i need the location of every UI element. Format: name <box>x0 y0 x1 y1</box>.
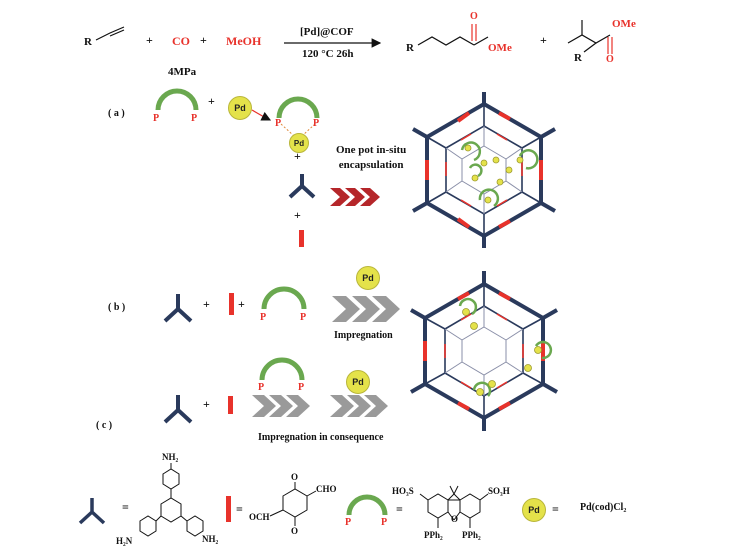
legend-so3h: SO₃H <box>488 486 510 496</box>
legend-nh2-top: NH₂ <box>162 452 179 462</box>
legend-pd-precursor: Pd(cod)Cl₂ <box>580 502 627 513</box>
legend-xanthene-o: O <box>451 514 459 524</box>
route-a-plus-ligand: + <box>208 94 215 108</box>
reaction-product-linear <box>417 24 489 46</box>
legend-triamine-structure <box>139 463 204 537</box>
route-a-tripod <box>288 174 316 199</box>
route-b-plus-1: + <box>203 297 210 311</box>
legend-pph2-left: PPh₂ <box>424 530 443 540</box>
route-a-complex-p1: P <box>275 118 282 129</box>
legend-equals-1: = <box>122 500 129 514</box>
reaction-pressure: 4MPa <box>168 66 197 78</box>
product-1-r: R <box>406 42 414 54</box>
legend-pph2-right: PPh₂ <box>462 530 481 540</box>
route-b-ligand-p1: P <box>260 312 267 323</box>
route-a-ligand-p1: P <box>153 113 160 124</box>
route-b-ligand-p2: P <box>300 312 307 323</box>
route-c-tripod <box>163 395 193 424</box>
route-b-linker <box>229 293 234 315</box>
route-b-pd-sphere: Pd <box>356 266 380 290</box>
legend-ligand-p1: P <box>345 517 352 528</box>
route-a-ligand-p2: P <box>191 113 198 124</box>
route-b-label: ( b ) <box>108 302 126 313</box>
legend-o-bottom: O <box>291 526 299 536</box>
legend-ligand-p2: P <box>381 517 388 528</box>
reaction-condition: 120 °C 26h <box>302 48 354 60</box>
route-c-arrow-1 <box>252 395 310 417</box>
route-b-arrow <box>332 296 400 322</box>
product-2-r: R <box>574 52 582 64</box>
route-a-plus-linker: + <box>294 208 301 222</box>
route-c-ligand-arc <box>259 357 305 381</box>
route-a-pd-sphere: Pd <box>228 96 252 120</box>
reaction-product-branched <box>567 20 613 54</box>
legend-h2n-left: H₂N <box>116 536 133 546</box>
route-c-plus-1: + <box>203 397 210 411</box>
route-b-tripod <box>163 294 193 323</box>
route-a-arrow <box>330 188 380 206</box>
legend-equals-4: = <box>552 502 559 516</box>
product-2-carbonyl-o: O <box>606 54 614 65</box>
reaction-co: CO <box>172 34 190 48</box>
route-a-plus-complex: + <box>294 149 301 163</box>
route-c-ligand-p2: P <box>298 382 305 393</box>
legend-tripod <box>78 498 106 525</box>
route-b-plus-2: + <box>238 297 245 311</box>
legend-ho3s: HO₃S <box>392 486 414 496</box>
legend-dialdehyde-structure <box>269 482 317 526</box>
product-2-ome: OMe <box>612 18 636 30</box>
legend-pd-sphere: Pd <box>522 498 546 522</box>
route-a-label: ( a ) <box>108 108 125 119</box>
reaction-alkene <box>95 26 125 41</box>
reaction-plus-3: + <box>540 33 547 47</box>
route-c-label: ( c ) <box>96 420 113 431</box>
product-1-carbonyl-o: O <box>470 11 478 22</box>
route-a-complex-p2: P <box>313 118 320 129</box>
reaction-plus-2: + <box>200 33 207 47</box>
legend-och: OCH <box>249 512 270 522</box>
route-a-method: One pot in-situ encapsulation <box>336 144 407 171</box>
product-1-ome: OMe <box>488 42 512 54</box>
cof-structure-a <box>412 92 556 248</box>
legend-xantphos-structure <box>419 485 489 528</box>
legend-cho: CHO <box>316 484 337 494</box>
reaction-plus-1: + <box>146 33 153 47</box>
route-c-pd-sphere: Pd <box>346 370 370 394</box>
cof-structure-bc <box>410 271 558 431</box>
route-b-ligand-arc <box>261 286 307 310</box>
route-a-linker <box>299 230 304 247</box>
route-a-ligand-arc <box>155 88 199 111</box>
route-c-ligand-p1: P <box>258 382 265 393</box>
route-c-method: Impregnation in consequence <box>258 432 384 443</box>
route-c-arrow-2 <box>330 395 388 417</box>
legend-ligand-arc <box>346 494 388 516</box>
route-a-complex-arc <box>251 96 320 137</box>
reaction-catalyst: [Pd]@COF <box>300 26 354 38</box>
legend-equals-2: = <box>236 502 243 516</box>
legend-nh2-right: NH₂ <box>202 534 219 544</box>
legend-linker <box>226 496 231 522</box>
route-c-linker <box>228 396 233 414</box>
legend-equals-3: = <box>396 502 403 516</box>
route-a-complex-pd-sphere: Pd <box>289 133 309 153</box>
legend-o-top: O <box>291 472 299 482</box>
route-b-method: Impregnation <box>334 330 393 341</box>
reaction-reactant-r: R <box>84 36 92 48</box>
reaction-meoh: MeOH <box>226 34 262 48</box>
